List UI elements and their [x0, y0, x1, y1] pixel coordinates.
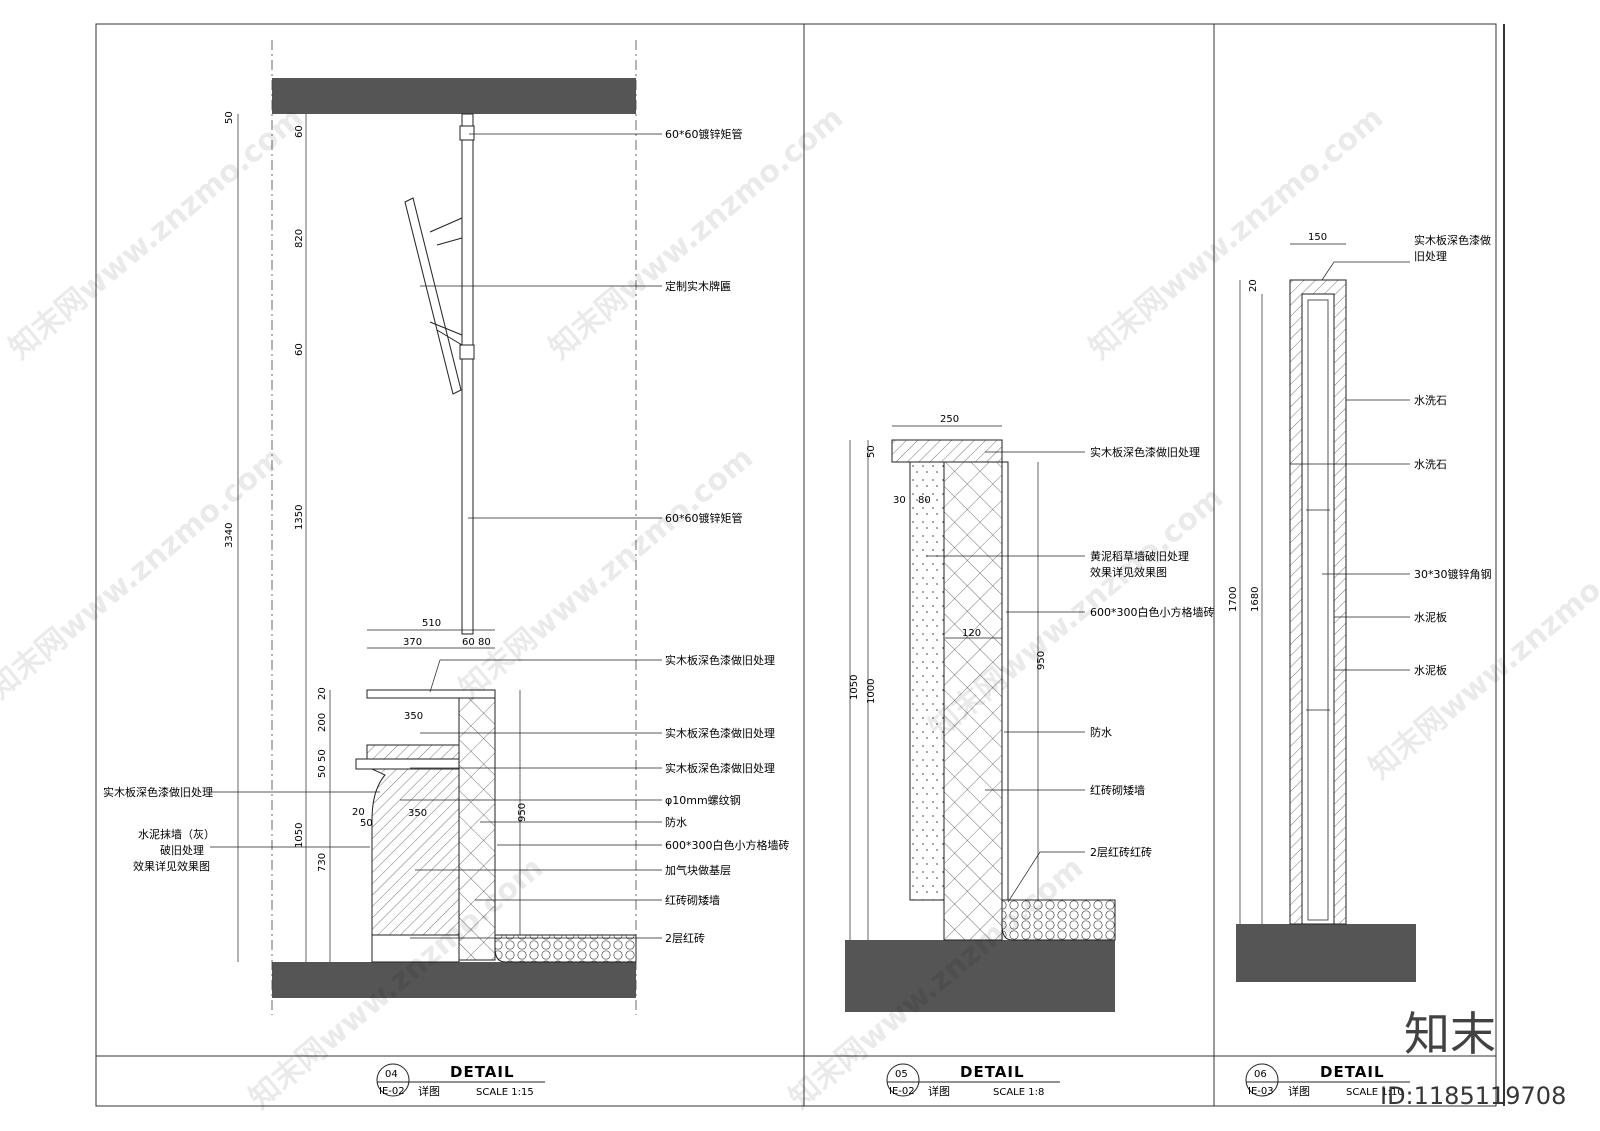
p5-label-brick-wall: 红砖砌矮墙 [1090, 783, 1145, 797]
dim-350-top: 350 [404, 711, 423, 722]
label-waterproof: 防水 [665, 815, 687, 829]
dim-200: 200 [317, 713, 328, 732]
p5-label-effect: 效果详见效果图 [1090, 565, 1167, 579]
panel-06-title: DETAIL [1320, 1063, 1385, 1081]
dim-370: 370 [403, 637, 422, 648]
p5-dim-30: 30 [893, 495, 906, 506]
p6-label-angle-steel: 30*30镀锌角钢 [1414, 567, 1492, 581]
brand-mark: 知末 [1404, 1007, 1496, 1061]
dim-510: 510 [422, 618, 441, 629]
p5-label-mud-wall: 黄泥稻草墙破旧处理 [1090, 549, 1189, 563]
p6-dim-1700: 1700 [1228, 587, 1239, 612]
label-wood-top: 实木板深色漆做旧处理 [665, 653, 775, 667]
panel-04-subtitle: 详图 [418, 1084, 440, 1098]
p6-dim-1680: 1680 [1250, 587, 1261, 612]
panel-06-number: 06 [1254, 1069, 1267, 1080]
watermark-1: 知末网www.znzmo.com [3, 100, 310, 366]
watermark-7: 知末网www.znzmo.com [1363, 520, 1600, 786]
dim-820: 820 [294, 229, 305, 248]
dim-20-side: 20 [352, 807, 365, 818]
dim-1050: 1050 [294, 823, 305, 848]
label-wood-edge: 实木板深色漆做旧处理 [665, 761, 775, 775]
dim-60-mid: 60 [294, 343, 305, 356]
p6-label-washed-stone-1: 水洗石 [1414, 394, 1447, 407]
panel-05-detail: 实木板深色漆做旧处理 黄泥稻草墙破旧处理 效果详见效果图 600*300白色小方… [845, 414, 1215, 1098]
p5-dim-1050: 1050 [849, 675, 860, 700]
label-wood-plaque: 定制实木牌匾 [665, 279, 731, 293]
label-steel-tube-2: 60*60镀锌矩管 [665, 511, 743, 525]
p5-dim-250: 250 [940, 414, 959, 425]
panel-04-scale: SCALE 1:15 [476, 1087, 534, 1098]
p6-label-washed-stone-2: 水洗石 [1414, 458, 1447, 471]
p5-dim-80: 80 [918, 495, 931, 506]
dim-1350: 1350 [294, 505, 305, 530]
p6-label-cement-board-2: 水泥板 [1414, 663, 1447, 677]
label-brick-layers: 2层红砖 [665, 931, 705, 945]
p5-label-wall-tile: 600*300白色小方格墙砖 [1090, 605, 1215, 619]
p6-label-wood-cont: 旧处理 [1414, 250, 1447, 263]
panel-05-number: 05 [895, 1069, 908, 1080]
p5-dim-950: 950 [1036, 651, 1047, 670]
dim-80: 80 [478, 637, 491, 648]
watermark-4: 知末网www.znzmo.com [0, 440, 290, 706]
panel-04-title: DETAIL [450, 1063, 515, 1081]
dim-60: 60 [462, 637, 475, 648]
left-label-worn: 破旧处理 [160, 843, 204, 857]
panel-06-subtitle: 详图 [1288, 1084, 1310, 1098]
label-rebar: φ10mm螺纹钢 [665, 793, 741, 807]
label-aerated-block: 加气块做基层 [665, 863, 731, 877]
label-steel-tube-1: 60*60镀锌矩管 [665, 127, 743, 141]
left-label-wood: 实木板深色漆做旧处理 [103, 785, 213, 799]
p5-label-wood: 实木板深色漆做旧处理 [1090, 445, 1200, 459]
p6-dim-150: 150 [1308, 232, 1327, 243]
p5-label-waterproof: 防水 [1090, 725, 1112, 739]
panel-06-sheet: IE-03 [1248, 1086, 1274, 1097]
panel-04-sheet: IE-02 [379, 1086, 405, 1097]
p6-label-cement-board-1: 水泥板 [1414, 610, 1447, 624]
dim-3340: 3340 [224, 523, 235, 548]
dim-60-top: 60 [294, 125, 305, 138]
image-id: ID:1185119708 [1380, 1082, 1566, 1110]
dim-50-side: 50 [360, 818, 373, 829]
panel-05-sheet: IE-02 [889, 1086, 915, 1097]
dim-50b: 50 [317, 765, 328, 778]
left-label-effect: 效果详见效果图 [133, 859, 210, 873]
label-wood-shelf: 实木板深色漆做旧处理 [665, 726, 775, 740]
panel-06-detail: 实木板深色漆做 旧处理 水洗石 水洗石 30*30镀锌角钢 水泥板 水泥板 15… [1228, 232, 1492, 1098]
panel-04-number: 04 [385, 1069, 398, 1080]
dim-950: 950 [517, 803, 528, 822]
label-brick-wall: 红砖砌矮墙 [665, 893, 720, 907]
p5-dim-120: 120 [962, 628, 981, 639]
dim-350-bottom: 350 [408, 808, 427, 819]
p5-dim-50: 50 [866, 445, 877, 458]
p6-label-wood: 实木板深色漆做 [1414, 233, 1491, 247]
panel-06-scale: SCALE 1:10 [1346, 1087, 1404, 1098]
panel-05-scale: SCALE 1:8 [993, 1087, 1044, 1098]
panel-05-title: DETAIL [960, 1063, 1025, 1081]
dim-50: 50 [224, 111, 235, 124]
p6-dim-20: 20 [1248, 279, 1259, 292]
p5-dim-1000: 1000 [866, 679, 877, 704]
label-wall-tile: 600*300白色小方格墙砖 [665, 838, 790, 852]
dim-730: 730 [317, 853, 328, 872]
dim-20: 20 [317, 687, 328, 700]
p5-label-brick-layers: 2层红砖红砖 [1090, 845, 1152, 859]
panel-04-detail: 60*60镀锌矩管 定制实木牌匾 60*60镀锌矩管 实木板深色漆做旧处理 实木… [103, 40, 790, 1098]
dim-50a: 50 [317, 749, 328, 762]
panel-05-subtitle: 详图 [928, 1084, 950, 1098]
left-label-cement: 水泥抹墙（灰） [138, 827, 215, 841]
